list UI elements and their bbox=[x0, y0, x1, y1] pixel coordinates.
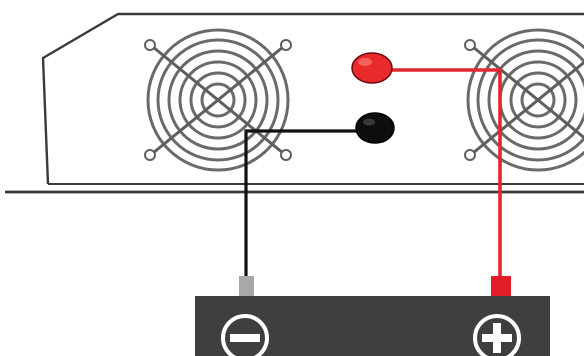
minus-circle-icon bbox=[221, 314, 269, 356]
negative-wire bbox=[244, 129, 373, 276]
positive-terminal bbox=[351, 52, 393, 84]
battery bbox=[195, 296, 550, 356]
battery-body bbox=[195, 296, 550, 356]
plus-circle-icon bbox=[473, 314, 521, 356]
inverter-housing bbox=[5, 12, 584, 194]
inverter-top-outline bbox=[41, 12, 584, 185]
left-fan-icon bbox=[144, 28, 292, 172]
negative-connector bbox=[239, 276, 254, 296]
negative-terminal bbox=[355, 112, 395, 144]
right-fan-icon bbox=[464, 28, 584, 172]
positive-wire bbox=[377, 68, 502, 276]
positive-connector bbox=[491, 276, 511, 298]
